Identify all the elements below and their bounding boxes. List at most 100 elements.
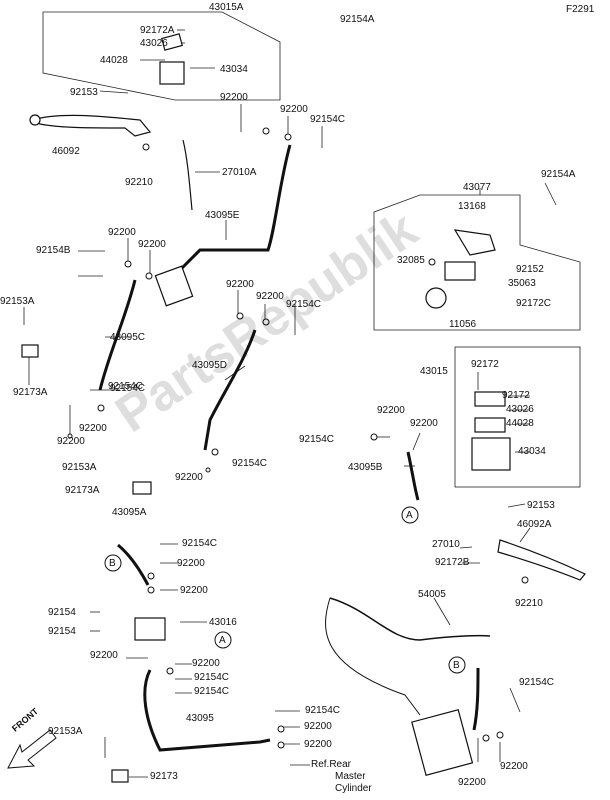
part-label: 92200	[377, 405, 405, 416]
part-label: 92154C	[108, 381, 144, 392]
part-label: 92153A	[48, 726, 83, 737]
part-label: 92200	[256, 291, 284, 302]
part-label: 92153A	[0, 296, 35, 307]
part-label: 92172A	[140, 25, 175, 36]
kit-frame-43077	[373, 194, 581, 331]
reservoir-cap	[159, 61, 185, 85]
part-label: 43034	[518, 446, 546, 457]
part-label: 43095	[186, 713, 214, 724]
part-label: 92154C	[232, 458, 268, 469]
part-label: 92173	[150, 771, 178, 782]
part-label: 43095E	[205, 210, 240, 221]
part-label: 92153A	[62, 462, 97, 473]
part-label: 43034	[220, 64, 248, 75]
part-label: 92152	[516, 264, 544, 275]
part-label: 27010	[432, 539, 460, 550]
part-label: 13168	[458, 201, 486, 212]
figure-code: F2291	[566, 4, 595, 15]
part-label: 92154C	[305, 705, 341, 716]
ref-line-2: Master	[335, 771, 366, 782]
callout-a-ring-1	[214, 631, 232, 649]
part-label: 92200	[138, 239, 166, 250]
ref-line-3: Cylinder	[335, 783, 372, 794]
part-label: 44028	[506, 418, 534, 429]
part-label: 92154C	[286, 299, 322, 310]
valve-43016	[134, 617, 166, 641]
callout-b: B	[109, 558, 116, 569]
front-arrow-icon	[7, 729, 57, 769]
part-label: 92154C	[299, 434, 335, 445]
part-label: 46092	[52, 146, 80, 157]
part-label: 92200	[79, 423, 107, 434]
part-label: 92200	[192, 658, 220, 669]
part-label: 92154C	[110, 383, 146, 394]
callout-b-ring-1	[104, 554, 122, 572]
part-label: 92153	[527, 500, 555, 511]
part-label: 43015A	[209, 2, 244, 13]
part-label: 92210	[125, 177, 153, 188]
part-label: 43095D	[192, 360, 228, 371]
part-label: 92154C	[194, 672, 230, 683]
part-label: 92200	[280, 104, 308, 115]
part-label: 92200	[90, 650, 118, 661]
part-label: 92200	[304, 739, 332, 750]
part-label: 92172B	[435, 557, 470, 568]
cap-43026	[474, 391, 506, 407]
part-label: 92172	[502, 390, 530, 401]
kit-frame-43015a	[42, 11, 281, 101]
part-label: 43095B	[348, 462, 383, 473]
part-label: 92154A	[340, 14, 375, 25]
part-label: 43095A	[112, 507, 147, 518]
part-label: 92200	[180, 585, 208, 596]
part-label: 92154A	[541, 169, 576, 180]
part-label: 92200	[57, 436, 85, 447]
callout-a-ring-2	[401, 506, 419, 524]
kit-frame-43015	[454, 346, 581, 488]
brake-lever-left	[30, 114, 152, 137]
ref-line-1: Ref.Rear	[311, 759, 352, 770]
part-label: 92200	[458, 777, 486, 788]
reservoir-43034	[471, 437, 511, 471]
part-label: 92172C	[516, 298, 552, 309]
part-label: 92200	[500, 761, 528, 772]
part-label: 92200	[226, 279, 254, 290]
callout-b-ring-2	[448, 656, 466, 674]
part-label: 54005	[418, 589, 446, 600]
part-label: 92154C	[519, 677, 555, 688]
lever-13168	[453, 229, 496, 256]
part-label: 92154C	[310, 114, 346, 125]
part-label: 43026	[140, 38, 168, 49]
part-label: 92173A	[65, 485, 100, 496]
part-label: 92210	[515, 598, 543, 609]
part-label: 92200	[410, 418, 438, 429]
part-label: 92154C	[182, 538, 218, 549]
part-label: 92200	[220, 92, 248, 103]
part-label: 92154C	[194, 686, 230, 697]
part-label: 11056	[449, 319, 477, 330]
part-label: 43015	[420, 366, 448, 377]
part-label: 43077	[463, 182, 491, 193]
callout-a-2: A	[406, 510, 413, 521]
part-label: 92154B	[36, 245, 71, 256]
brake-lever-right	[497, 539, 586, 581]
part-label: 44028	[100, 55, 128, 66]
part-label: 92200	[175, 472, 203, 483]
part-label: 27010A	[222, 167, 257, 178]
rear-caliper	[411, 708, 474, 776]
part-label: 43095C	[110, 332, 146, 343]
part-label: 92200	[108, 227, 136, 238]
part-label: 92154	[48, 626, 76, 637]
part-label: 92154	[48, 607, 76, 618]
part-label: 92200	[304, 721, 332, 732]
part-label: 43026	[506, 404, 534, 415]
part-label: 92173A	[13, 387, 48, 398]
callout-b-2: B	[453, 660, 460, 671]
part-label: 32085	[397, 255, 425, 266]
part-label: 35063	[508, 278, 536, 289]
part-label: 46092A	[517, 519, 552, 530]
part-label: 43016	[209, 617, 237, 628]
callout-a: A	[219, 635, 226, 646]
part-label: 92172	[471, 359, 499, 370]
